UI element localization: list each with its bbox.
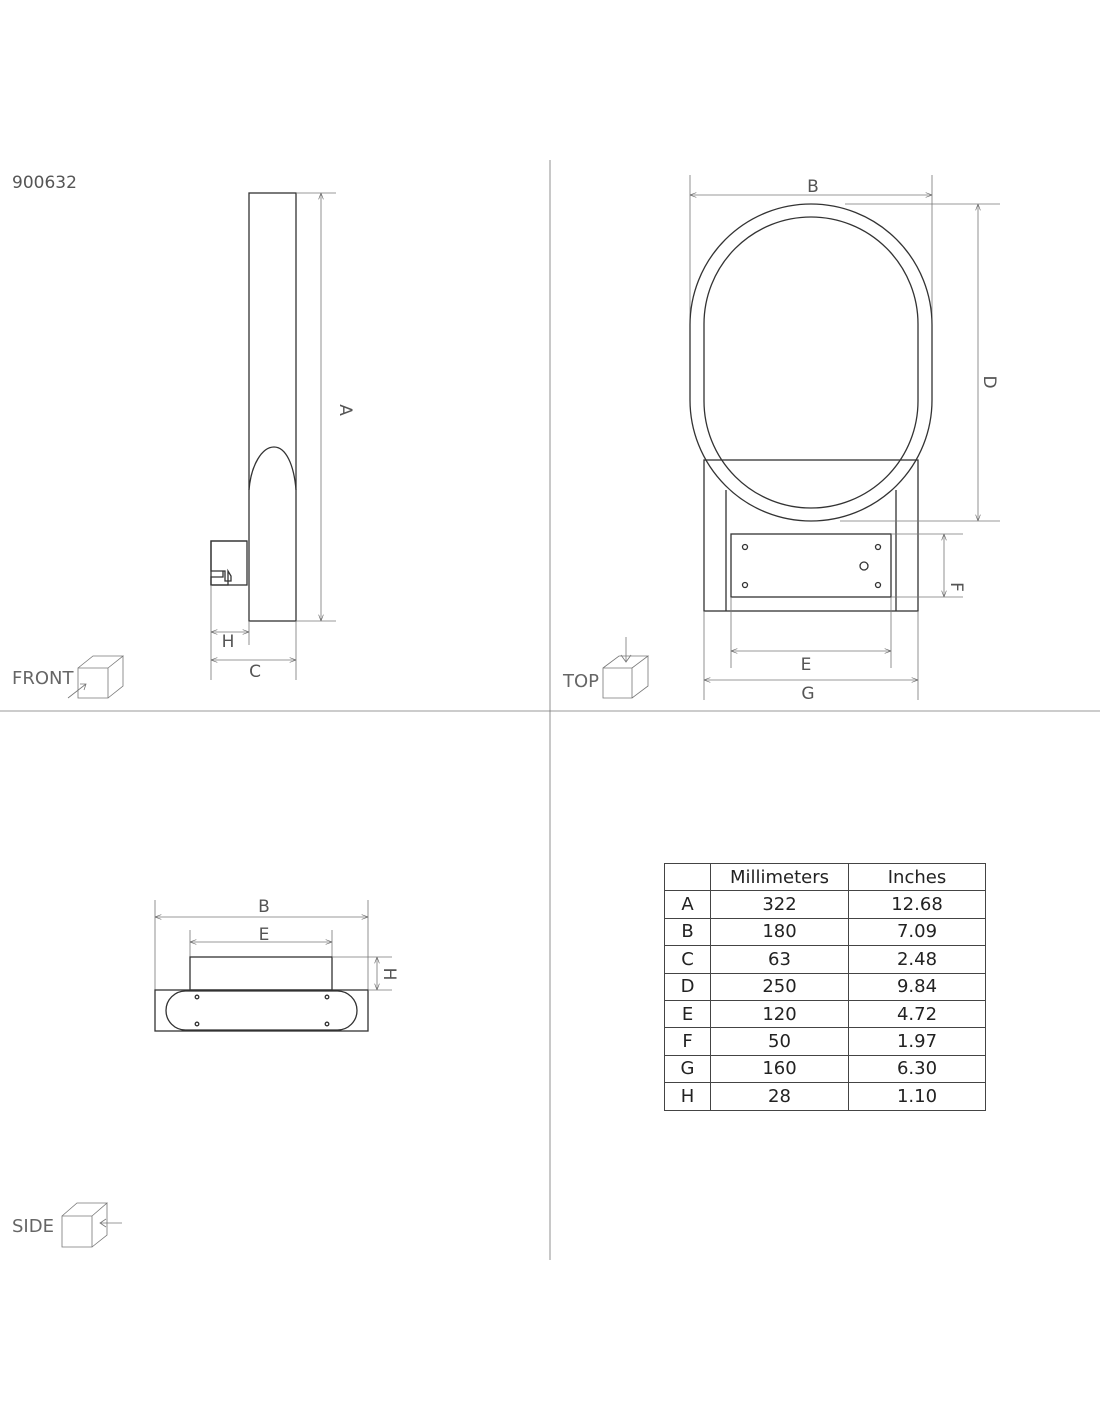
dim-letter: F [664, 1027, 711, 1056]
side-view-label: SIDE [12, 1216, 54, 1237]
top-view-label: TOP [562, 671, 599, 692]
dim-mm: 50 [710, 1027, 849, 1056]
svg-text:H: H [379, 968, 399, 981]
dim-in: 4.72 [848, 999, 986, 1029]
dim-mm: 250 [710, 972, 849, 1001]
dim-mm: 28 [710, 1082, 849, 1111]
front-cube-icon [67, 655, 125, 699]
dim-in: 9.84 [848, 972, 986, 1001]
table-header-row: Millimeters Inches [664, 862, 986, 892]
dim-letter: G [664, 1054, 711, 1084]
side-cube-icon [61, 1202, 122, 1248]
dim-letter: B [664, 917, 711, 947]
svg-text:C: C [249, 662, 261, 682]
dim-letter: D [664, 972, 711, 1001]
dim-in: 7.09 [848, 917, 986, 947]
dim-letter: A [664, 890, 711, 919]
svg-text:B: B [258, 897, 270, 917]
header-cell [664, 862, 711, 892]
top-view: B D F E G [689, 175, 1000, 704]
dim-mm: 120 [710, 999, 849, 1029]
svg-text:F: F [946, 582, 966, 592]
header-inches: Inches [848, 862, 986, 892]
dim-mm: 63 [710, 945, 849, 974]
dim-in: 12.68 [848, 890, 986, 919]
dim-letter: H [664, 1082, 711, 1111]
svg-text:G: G [801, 684, 814, 704]
svg-text:H: H [222, 632, 235, 652]
dim-mm: 180 [710, 917, 849, 947]
dim-in: 1.97 [848, 1027, 986, 1056]
dim-in: 2.48 [848, 945, 986, 974]
product-code: 900632 [12, 173, 77, 193]
front-view-label: FRONT [12, 668, 74, 689]
svg-text:E: E [259, 925, 270, 945]
front-view: A H C [210, 192, 355, 682]
svg-text:A: A [335, 404, 355, 416]
top-cube-icon [602, 637, 650, 699]
svg-text:D: D [979, 375, 999, 388]
dim-in: 6.30 [848, 1054, 986, 1084]
svg-text:B: B [807, 177, 819, 197]
header-millimeters: Millimeters [710, 862, 849, 892]
side-view: B E H [154, 897, 399, 1032]
svg-text:E: E [801, 655, 812, 675]
dim-mm: 322 [710, 890, 849, 919]
dim-letter: E [664, 999, 711, 1029]
dim-letter: C [664, 945, 711, 974]
dim-mm: 160 [710, 1054, 849, 1084]
dim-in: 1.10 [848, 1082, 986, 1111]
